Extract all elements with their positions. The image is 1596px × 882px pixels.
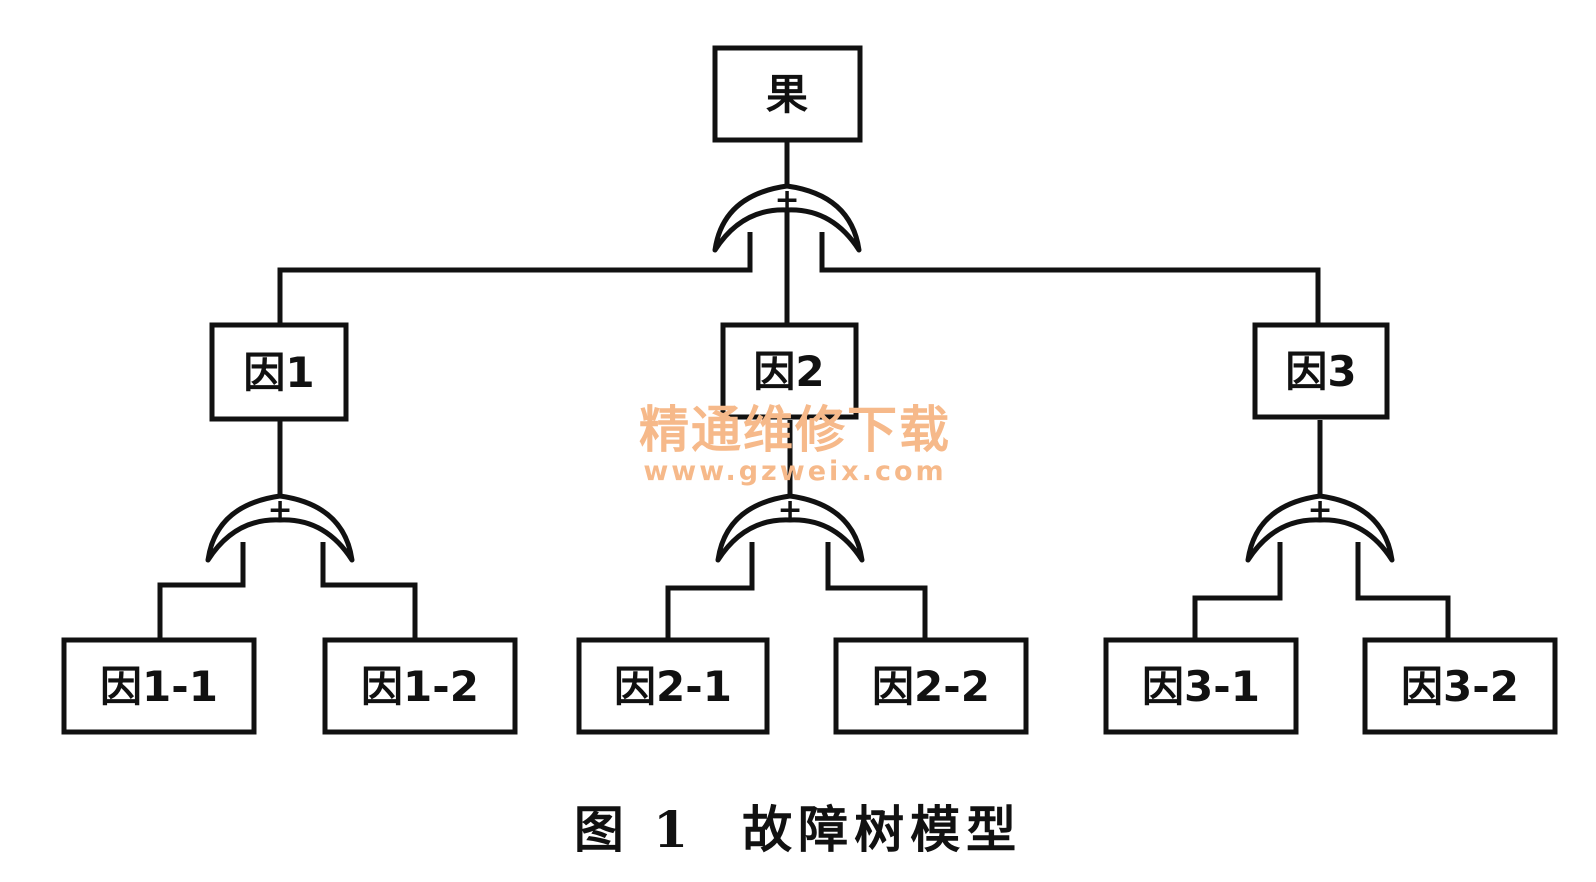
node-label: 因3-1 xyxy=(1142,662,1260,711)
node-cause2-1: 因2-1 xyxy=(576,637,770,735)
node-cause1-2: 因1-2 xyxy=(322,637,518,735)
figure-title: 故障树模型 xyxy=(742,800,1023,859)
node-top-event: 果 xyxy=(712,45,863,143)
connector-gate1-child1 xyxy=(157,542,246,638)
or-gate-top: + xyxy=(712,183,862,253)
fault-tree-diagram: + + + + 果 因1 因2 因3 xyxy=(61,45,1558,735)
connector-gate2-child2 xyxy=(825,542,928,638)
connector-gate3-child1 xyxy=(1192,542,1283,638)
or-gate-cause3: + xyxy=(1245,493,1395,563)
gate-symbol: + xyxy=(777,493,802,528)
node-cause1: 因1 xyxy=(209,322,349,422)
node-cause1-1: 因1-1 xyxy=(61,637,257,735)
connector-gate1-child2 xyxy=(320,542,418,638)
connectors xyxy=(157,140,1451,638)
connector-gate-cause3 xyxy=(819,232,1321,323)
node-label: 因2-1 xyxy=(614,662,732,711)
node-cause3: 因3 xyxy=(1252,322,1390,420)
node-label: 因3 xyxy=(1285,347,1356,396)
node-label: 因1-2 xyxy=(361,662,479,711)
figure-number: 图 1 xyxy=(573,800,695,859)
figure-caption: 图 1 故障树模型 xyxy=(0,790,1596,862)
gate-symbol: + xyxy=(267,493,292,528)
or-gate-cause2: + xyxy=(715,493,865,563)
connector-gate-cause1 xyxy=(277,232,753,323)
node-cause2: 因2 xyxy=(720,322,859,420)
node-label: 因3-2 xyxy=(1401,662,1519,711)
node-cause3-1: 因3-1 xyxy=(1103,637,1299,735)
gate-symbol: + xyxy=(1307,493,1332,528)
or-gate-cause1: + xyxy=(205,493,355,563)
gate-symbol: + xyxy=(774,183,799,218)
node-label: 果 xyxy=(766,70,808,119)
connector-gate2-child1 xyxy=(665,542,755,638)
node-label: 因1 xyxy=(243,348,314,397)
connector-gate3-child2 xyxy=(1355,542,1451,638)
node-label: 因2 xyxy=(753,347,824,396)
watermark-text: 精通维修下载 xyxy=(639,401,951,459)
watermark-url: www.gzweix.com xyxy=(643,456,946,487)
node-label: 因2-2 xyxy=(872,662,990,711)
node-label: 因1-1 xyxy=(100,662,218,711)
node-cause2-2: 因2-2 xyxy=(833,637,1029,735)
watermark: 精通维修下载 www.gzweix.com xyxy=(639,401,951,487)
node-cause3-2: 因3-2 xyxy=(1362,637,1558,735)
